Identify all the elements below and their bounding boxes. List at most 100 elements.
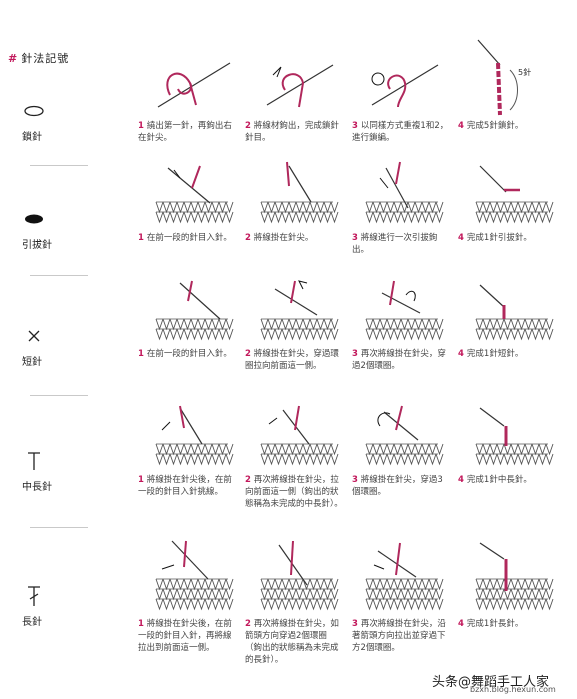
fabric-stitch <box>372 318 381 331</box>
fabric-stitch <box>435 328 444 341</box>
fabric-stitch <box>330 588 339 601</box>
fabric-stitch <box>176 598 185 611</box>
fabric-stitch <box>274 443 283 456</box>
fabric-stitch <box>365 578 374 591</box>
fabric-stitch <box>482 201 491 214</box>
fabric-stitch <box>197 211 206 224</box>
fabric-stitch <box>162 318 171 331</box>
fabric-stitch <box>435 318 444 331</box>
fabric-stitch <box>365 318 374 331</box>
header: # 針法記號 <box>8 50 69 66</box>
fabric-stitch <box>414 588 423 601</box>
symbol-label: 長針 <box>22 617 42 628</box>
fabric-stitch <box>162 328 171 341</box>
fabric-stitch <box>475 328 484 341</box>
fabric-stitch <box>281 598 290 611</box>
fabric-stitch <box>288 443 297 456</box>
slip-stitch-filled-oval-icon <box>22 208 82 230</box>
fabric-stitch <box>393 588 402 601</box>
fabric-stitch <box>211 443 220 456</box>
illustration-single-step-1 <box>155 280 234 341</box>
fabric-stitch <box>281 443 290 456</box>
fabric-stitch <box>162 443 171 456</box>
fabric-stitch <box>288 328 297 341</box>
fabric-stitch <box>302 598 311 611</box>
fabric-stitch <box>211 578 220 591</box>
illustration-double-step-4 <box>475 542 554 611</box>
fabric-stitch <box>428 598 437 611</box>
fabric-stitch <box>260 598 269 611</box>
fabric-stitch <box>190 443 199 456</box>
watermark-url: bzxh.blog.hexun.com <box>470 685 556 694</box>
fabric-stitch <box>211 318 220 331</box>
fabric-stitch <box>414 443 423 456</box>
fabric-stitch <box>211 453 220 466</box>
step-number: 2 <box>245 121 251 131</box>
fabric-stitch <box>524 598 533 611</box>
fabric-stitch <box>260 328 269 341</box>
fabric-stitch <box>365 443 374 456</box>
fabric-stitch <box>414 201 423 214</box>
header-mark: # <box>8 51 18 65</box>
fabric-stitch <box>372 453 381 466</box>
fabric-stitch <box>531 211 540 224</box>
fabric-stitch <box>295 578 304 591</box>
fabric-stitch <box>204 598 213 611</box>
fabric-stitch <box>538 318 547 331</box>
fabric-stitch <box>204 578 213 591</box>
fabric-stitch <box>407 211 416 224</box>
step-number: 1 <box>138 233 144 243</box>
fabric-stitch <box>435 453 444 466</box>
fabric-stitch <box>323 443 332 456</box>
fabric-stitch <box>281 578 290 591</box>
step-number: 2 <box>245 475 251 485</box>
fabric-stitch <box>218 211 227 224</box>
fabric-stitch <box>531 443 540 456</box>
illustration-slip-step-2 <box>260 161 339 224</box>
illustration-single-step-2 <box>260 280 339 341</box>
fabric-stitch <box>316 318 325 331</box>
fabric-stitch <box>323 328 332 341</box>
fabric-stitch <box>162 588 171 601</box>
illustration-chain-step-3 <box>371 64 439 108</box>
fabric-stitch <box>267 211 276 224</box>
fabric-stitch <box>267 318 276 331</box>
fabric-stitch <box>503 598 512 611</box>
fabric-stitch <box>267 588 276 601</box>
fabric-stitch <box>421 453 430 466</box>
fabric-stitch <box>414 328 423 341</box>
illustration-slip-step-3 <box>365 161 444 224</box>
fabric-stitch <box>510 318 519 331</box>
fabric-stitch <box>162 201 171 214</box>
fabric-stitch <box>155 201 164 214</box>
fabric-stitch <box>169 443 178 456</box>
fabric-stitch <box>372 598 381 611</box>
fabric-stitch <box>281 201 290 214</box>
fabric-stitch <box>190 598 199 611</box>
fabric-stitch <box>489 211 498 224</box>
fabric-stitch <box>330 201 339 214</box>
fabric-stitch <box>267 453 276 466</box>
symbol-single-crochet: 短針 <box>22 325 82 368</box>
fabric-stitch <box>169 453 178 466</box>
fabric-stitch <box>496 598 505 611</box>
fabric-stitch <box>386 318 395 331</box>
fabric-stitch <box>295 598 304 611</box>
step-text: 再次將線掛在針尖，如箭頭方向穿過2個環圈（鉤出的狀態稱為未完成的長針）。 <box>245 619 339 665</box>
fabric-stitch <box>489 328 498 341</box>
fabric-stitch <box>428 201 437 214</box>
fabric-stitch <box>365 211 374 224</box>
fabric-stitch <box>155 598 164 611</box>
fabric-stitch <box>545 578 554 591</box>
fabric-stitch <box>218 201 227 214</box>
fabric-stitch <box>407 201 416 214</box>
fabric-stitch <box>197 588 206 601</box>
fabric-stitch <box>435 211 444 224</box>
fabric-stitch <box>482 578 491 591</box>
fabric-stitch <box>372 201 381 214</box>
fabric-stitch <box>510 588 519 601</box>
fabric-stitch <box>503 211 512 224</box>
